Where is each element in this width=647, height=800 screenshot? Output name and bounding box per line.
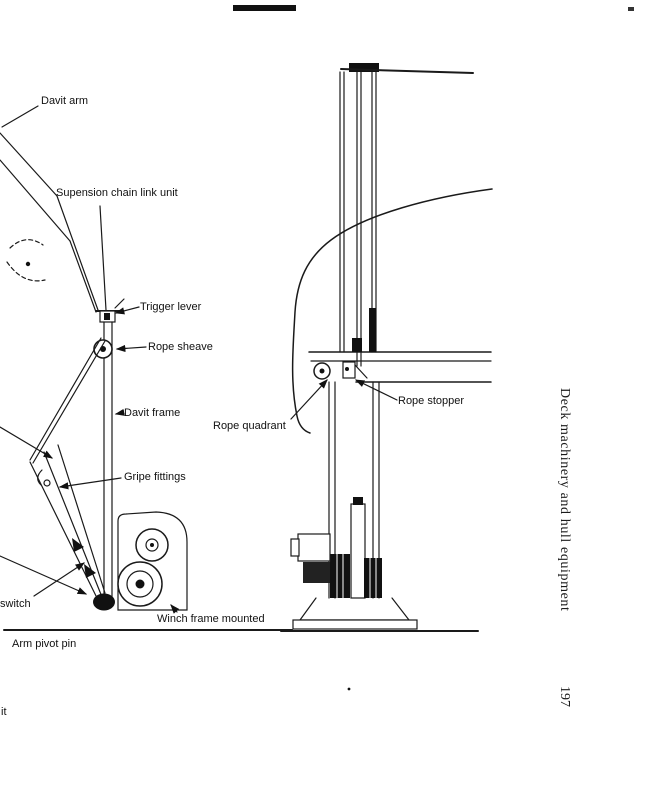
running-title: Deck machinery and hull equipment [557,388,572,612]
label-rope-stopper: Rope stopper [398,395,465,407]
label-suspension-chain-link-unit: Supension chain link unit [56,187,178,199]
gripe-fitting-hook [43,479,51,487]
label-trigger-lever: Trigger lever [140,301,202,313]
hull-curve [291,188,493,434]
partial-label-it: it [1,706,7,718]
front-elevation-drawing [280,63,493,632]
label-gripe-fittings: Gripe fittings [124,471,186,483]
label-winch-frame-mounted: Winch frame mounted [157,613,265,625]
rope-stopper-shape [342,361,356,379]
label-rope-sheave: Rope sheave [148,341,213,353]
side-elevation-drawing [0,105,293,631]
label-davit-arm: Davit arm [41,95,89,107]
label-arm-pivot-pin: Arm pivot pin [12,638,77,650]
scan-artifacts [233,5,634,691]
winch-motor [297,533,331,562]
partial-label-switch: switch [0,598,31,610]
label-davit-frame: Davit frame [124,407,181,419]
label-rope-quadrant: Rope quadrant [213,420,286,432]
arm-pivot-pin-shape [93,593,115,611]
page-number: 197 [557,686,572,707]
